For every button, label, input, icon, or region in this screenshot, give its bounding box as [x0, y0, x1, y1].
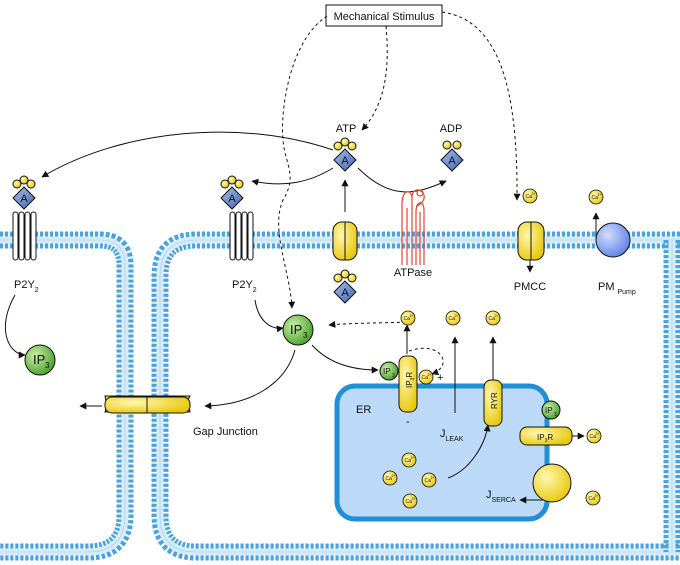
atp-label: ATP	[336, 123, 357, 135]
atpase-label: ATPase	[394, 267, 432, 279]
pmcc-channel	[517, 221, 545, 261]
nucleotide-molecules: A A A A A	[12, 137, 464, 304]
svg-text:3: 3	[392, 373, 395, 379]
svg-text:2+: 2+	[410, 314, 414, 318]
er-label: ER	[356, 404, 371, 416]
ip3-molecule-left: IP 3	[24, 344, 56, 376]
left-cell-membrane	[0, 231, 134, 561]
mechanical-stimulus-label: Mechanical Stimulus	[334, 11, 435, 23]
svg-text:A: A	[341, 287, 349, 299]
svg-text:2+: 2+	[495, 314, 499, 318]
pmcc-label: PMCC	[514, 281, 546, 293]
svg-text:Ca: Ca	[405, 458, 412, 464]
svg-text:IP: IP	[33, 352, 45, 367]
stimulus-arrows	[278, 11, 521, 375]
svg-text:2+: 2+	[431, 476, 435, 480]
svg-text:Ca: Ca	[386, 476, 393, 482]
pm-pump	[595, 222, 631, 258]
p2y2-receptor-middle	[229, 211, 254, 261]
j-leak-label: JLEAK	[440, 428, 464, 443]
svg-text:Ca: Ca	[489, 316, 496, 322]
svg-text:2+: 2+	[532, 192, 536, 196]
svg-text:2+: 2+	[412, 497, 416, 501]
atpase-enzyme	[401, 189, 425, 265]
svg-text:Ca: Ca	[592, 195, 599, 201]
svg-text:IP: IP	[383, 367, 391, 376]
j-serca-label: JSERCA	[486, 489, 516, 504]
svg-text:Ca: Ca	[406, 499, 413, 505]
ryr-channel: RYR	[483, 379, 503, 427]
svg-text:2+: 2+	[411, 456, 415, 460]
svg-text:2+: 2+	[598, 193, 602, 197]
serca-pump	[532, 463, 572, 503]
activation-plus-label: +	[437, 372, 443, 384]
svg-text:3: 3	[303, 331, 308, 340]
svg-text:IP: IP	[290, 322, 302, 337]
svg-text:IP: IP	[545, 406, 553, 415]
p2y2-left-label: P2Y2	[14, 279, 39, 294]
svg-text:IP3R: IP3R	[537, 433, 553, 444]
atp-molecule-released: A	[333, 137, 357, 172]
gap-junction	[104, 395, 191, 414]
svg-text:2+: 2+	[428, 373, 432, 377]
adp-label: ADP	[440, 123, 463, 135]
mechanical-stimulus-box	[325, 4, 443, 27]
atp-molecule-left-receptor: A	[12, 175, 36, 210]
atp-molecule-intracellular: A	[333, 269, 357, 304]
svg-text:3: 3	[554, 412, 557, 418]
svg-text:Ca: Ca	[589, 496, 596, 502]
svg-text:2+: 2+	[455, 314, 459, 318]
svg-text:IP3R: IP3R	[405, 372, 416, 388]
atp-release-channel	[332, 221, 358, 261]
svg-text:2+: 2+	[392, 474, 396, 478]
svg-text:A: A	[448, 155, 456, 167]
p2y2-receptor-left	[12, 211, 37, 261]
svg-text:A: A	[341, 155, 349, 167]
svg-text:Ca: Ca	[526, 194, 533, 200]
svg-text:Ca: Ca	[590, 434, 597, 440]
ip3r-channel-right: IP3R	[519, 426, 573, 446]
ip3r-channel-upper: IP3R	[398, 355, 418, 413]
svg-text:2+: 2+	[596, 432, 600, 436]
ip3-molecule-bound-right: IP 3	[541, 400, 561, 420]
p2y2-middle-label: P2Y2	[232, 279, 257, 294]
ip3-molecule-center: IP 3	[282, 314, 314, 346]
ip3-molecule-bound-upper: IP 3	[379, 361, 399, 381]
svg-text:Ca: Ca	[449, 316, 456, 322]
svg-text:Ca: Ca	[425, 478, 432, 484]
svg-text:A: A	[228, 193, 236, 205]
adp-molecule: A	[440, 140, 464, 172]
svg-text:Ca: Ca	[404, 316, 411, 322]
gap-junction-label: Gap Junction	[193, 426, 258, 438]
svg-text:Ca: Ca	[422, 375, 429, 381]
svg-text:2+: 2+	[595, 494, 599, 498]
svg-text:3: 3	[45, 361, 50, 370]
inhibition-minus-label: -	[406, 416, 410, 428]
atp-molecule-middle-receptor: A	[220, 175, 244, 210]
svg-text:RYR: RYR	[490, 392, 499, 409]
svg-text:A: A	[20, 193, 28, 205]
